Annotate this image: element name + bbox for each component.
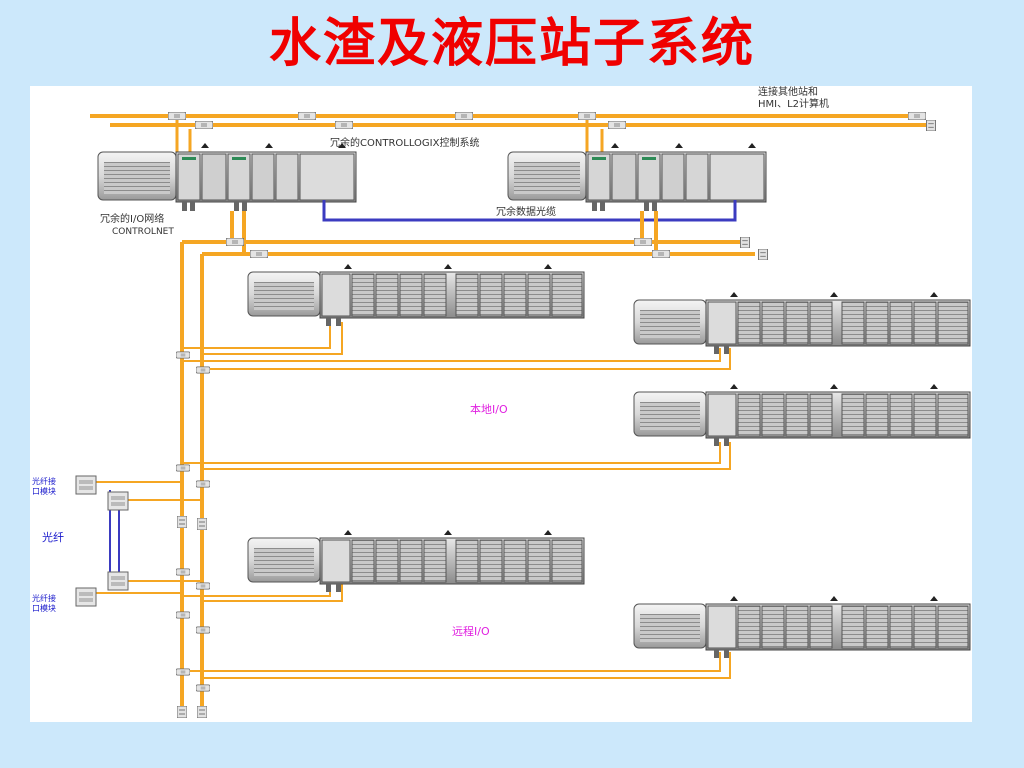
slide-title: 水渣及液压站子系统 [268, 13, 755, 74]
remote-io-label: 远程I/O [452, 625, 490, 638]
redundant-controllogix-label: 冗余的CONTROLLOGIX控制系统 [330, 136, 479, 149]
network-diagram: 连接其他站和 HMI、L2计算机 冗余的CONTROLLOGIX控制系统 [30, 86, 972, 722]
remote-io-chassis-2 [633, 596, 971, 658]
connect-other-label-line2: HMI、L2计算机 [758, 97, 829, 110]
redundant-io-net-label-line1: 冗余的I/O网络 [100, 212, 164, 225]
connect-other-label-line1: 连接其他站和 [758, 86, 818, 98]
redundant-io-net-label-line2: CONTROLNET [112, 227, 174, 237]
fiber-interface-cables [96, 481, 202, 594]
fiber-module-top-a [75, 475, 97, 495]
fiber-module-top-b [107, 491, 129, 511]
local-io-chassis-3 [633, 384, 971, 446]
io-drop-cables [182, 322, 731, 679]
fiber-label: 光纤 [42, 530, 64, 544]
controller-chassis-left [97, 143, 357, 211]
fiber-module-top-label-line1: 光纤接 [32, 476, 56, 486]
remote-io-chassis-1 [247, 530, 585, 592]
fiber-module-bottom-label-line1: 光纤接 [32, 593, 56, 603]
redundant-fiber-label: 冗余数据光缆 [496, 205, 556, 218]
fiber-module-bottom-a [107, 571, 129, 591]
local-io-chassis-1 [247, 264, 585, 326]
fiber-module-bottom-b [75, 587, 97, 607]
local-io-label: 本地I/O [470, 402, 508, 416]
controller-chassis-right [507, 143, 767, 211]
fiber-module-bottom-label-line2: 口模块 [32, 603, 56, 613]
local-io-chassis-2 [633, 292, 971, 354]
top-highway-cables [90, 114, 930, 127]
redundant-fiber-link [322, 200, 737, 222]
fiber-module-top-label-line2: 口模块 [32, 486, 56, 496]
